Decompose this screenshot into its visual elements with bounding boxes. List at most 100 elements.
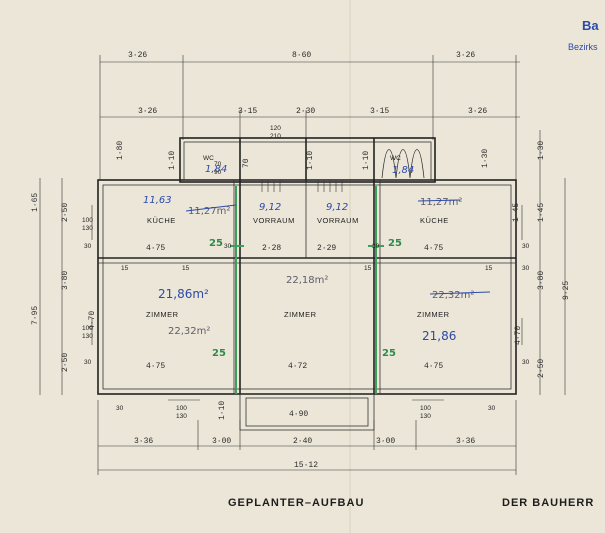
- dim-wc-2: 1·30: [481, 149, 490, 168]
- vorraum-left-area: 9,12: [259, 202, 281, 213]
- vorraum-right-area: 9,12: [326, 202, 348, 213]
- dim-left-2: 2·50: [61, 203, 70, 222]
- green-markings: [230, 186, 384, 394]
- dim-left-5: 4·70: [88, 311, 97, 330]
- small-24: 15: [364, 265, 372, 272]
- dim-left-1: 1·65: [31, 193, 40, 212]
- handwritten-annotations: 1,84 1,84 11,63 11,27m² 9,12 9,12 11,27m…: [143, 164, 491, 359]
- dim-2-e: 3·26: [468, 107, 487, 116]
- room-wc-left: WC: [203, 155, 214, 162]
- dim-right-4: 9·25: [562, 281, 571, 300]
- wc-dimensions: 1·80 1·30 1·10 70 1·10 1·10 1·45: [116, 141, 521, 222]
- dim-2-b: 3·15: [238, 107, 257, 116]
- dim-bottom-e: 2·40: [293, 437, 312, 446]
- kueche-left-old-area: 11,27m²: [188, 206, 230, 217]
- top-dimension-chain-2: 3·26 3·15 2·30 3·15 3·26: [100, 107, 520, 140]
- dim-top-left: 3·26: [128, 51, 147, 60]
- zimmer-right-area: 21,86: [422, 329, 456, 343]
- dim-wc-6: 1·10: [362, 151, 371, 170]
- stamp-line-2: Bezirks: [568, 42, 598, 52]
- room-kueche-left: KÜCHE: [147, 216, 176, 225]
- bottom-dimension-chains: 1·10 4·90 3·36 3·00 2·40 3·00 3·36 15·12: [97, 400, 517, 475]
- small-14: 130: [176, 413, 187, 420]
- small-15: 30: [116, 405, 124, 412]
- zimmer-left-old-area: 22,32m²: [168, 326, 210, 337]
- dim-right-3: 3·80: [537, 271, 546, 290]
- dim-top-mid: 8·60: [292, 51, 311, 60]
- dim-bottom-d: 3·00: [212, 437, 231, 446]
- small-10: 30: [522, 359, 530, 366]
- wc-left-area: 1,84: [205, 164, 227, 175]
- outer-walls: [97, 137, 517, 395]
- dim-right-1: 1·30: [537, 141, 546, 160]
- small-21: 30: [224, 243, 232, 250]
- small-dimensions: 100 130 30 15 30 15 30 100 130 30 15 30 …: [82, 125, 530, 420]
- room-vorraum-right: VORRAUM: [317, 216, 359, 225]
- dim-inner-3: 2·29: [317, 244, 336, 253]
- small-22: 120: [270, 125, 281, 132]
- dim-left-6: 2·50: [61, 353, 70, 372]
- scribble-mark: [381, 149, 425, 179]
- bottom-projection: [239, 393, 375, 431]
- small-16: 100: [420, 405, 431, 412]
- dim-inner-1: 4·75: [146, 244, 165, 253]
- room-labels: WC WC KÜCHE VORRAUM VORRAUM KÜCHE ZIMMER…: [146, 155, 449, 319]
- dim-right-5: 4·70: [514, 326, 523, 345]
- left-dimension-chain: 1·65 2·50 3·80 7·95 4·70 2·50: [31, 178, 97, 395]
- dim-wc-7: 1·45: [512, 203, 521, 222]
- dim-top-right: 3·26: [456, 51, 475, 60]
- zimmer-right-old-area: 22,32m²: [432, 290, 474, 301]
- wc-right-area: 1,84: [392, 165, 414, 176]
- small-6: 15: [485, 265, 493, 272]
- small-18: 70: [214, 161, 222, 168]
- dim-bottom-g: 3·36: [456, 437, 475, 446]
- dim-bottom-c: 3·36: [134, 437, 153, 446]
- strike-line: [185, 204, 237, 212]
- small-19: 90: [214, 169, 222, 176]
- dim-2-d: 3·15: [370, 107, 389, 116]
- kueche-left-area: 11,63: [143, 195, 172, 206]
- dim-right-6: 2·50: [537, 359, 546, 378]
- right-dimension-chain: 1·30 1·45 3·80 9·25 4·70 2·50: [514, 130, 571, 395]
- small-13: 100: [176, 405, 187, 412]
- inner-walls: [98, 180, 516, 394]
- dim-left-4: 7·95: [31, 306, 40, 325]
- small-17: 130: [420, 413, 431, 420]
- small-25: 30: [522, 265, 530, 272]
- official-stamp: Ba Bezirks: [568, 18, 599, 52]
- stair-hatching: [261, 180, 343, 192]
- green-mark-1: 25: [209, 238, 223, 249]
- stamp-line-1: Ba: [582, 18, 599, 33]
- plan-title: GEPLANTER–AUFBAU: [228, 497, 364, 509]
- zimmer-mid-old-area: 22,18m²: [286, 275, 328, 286]
- dim-bottom-f: 3·00: [376, 437, 395, 446]
- dim-2-a: 3·26: [138, 107, 157, 116]
- top-dimension-chain-1: 3·26 8·60 3·26: [99, 51, 520, 180]
- green-mark-4: 25: [382, 348, 396, 359]
- green-mark-3: 25: [212, 348, 226, 359]
- signature-label: DER BAUHERR: [502, 497, 594, 509]
- dim-inner-5: 4·75: [146, 362, 165, 371]
- kueche-right-old-area: 11,27m²: [420, 197, 462, 208]
- dim-total: 15·12: [294, 461, 318, 470]
- strike-line: [417, 199, 461, 202]
- dim-inner-2: 2·28: [262, 244, 281, 253]
- dim-wc-4: 70: [242, 158, 251, 168]
- dim-wc-3: 1·10: [168, 151, 177, 170]
- strike-line: [429, 291, 491, 295]
- dim-inner-6: 4·72: [288, 362, 307, 371]
- room-vorraum-left: VORRAUM: [253, 216, 295, 225]
- small-11: 15: [182, 265, 190, 272]
- small-23: 210: [270, 133, 281, 140]
- dim-inner-7: 4·75: [424, 362, 443, 371]
- room-kueche-right: KÜCHE: [420, 216, 449, 225]
- dim-right-2: 1·45: [537, 203, 546, 222]
- small-7: 30: [522, 243, 530, 250]
- small-5: 30: [84, 359, 92, 366]
- inner-dimensions: 4·75 2·28 2·29 4·75 4·75 4·72 4·75: [146, 244, 443, 371]
- small-4: 15: [121, 265, 129, 272]
- small-20: 30: [488, 405, 496, 412]
- dim-2-c: 2·30: [296, 107, 315, 116]
- dim-wc-1: 1·80: [116, 141, 125, 160]
